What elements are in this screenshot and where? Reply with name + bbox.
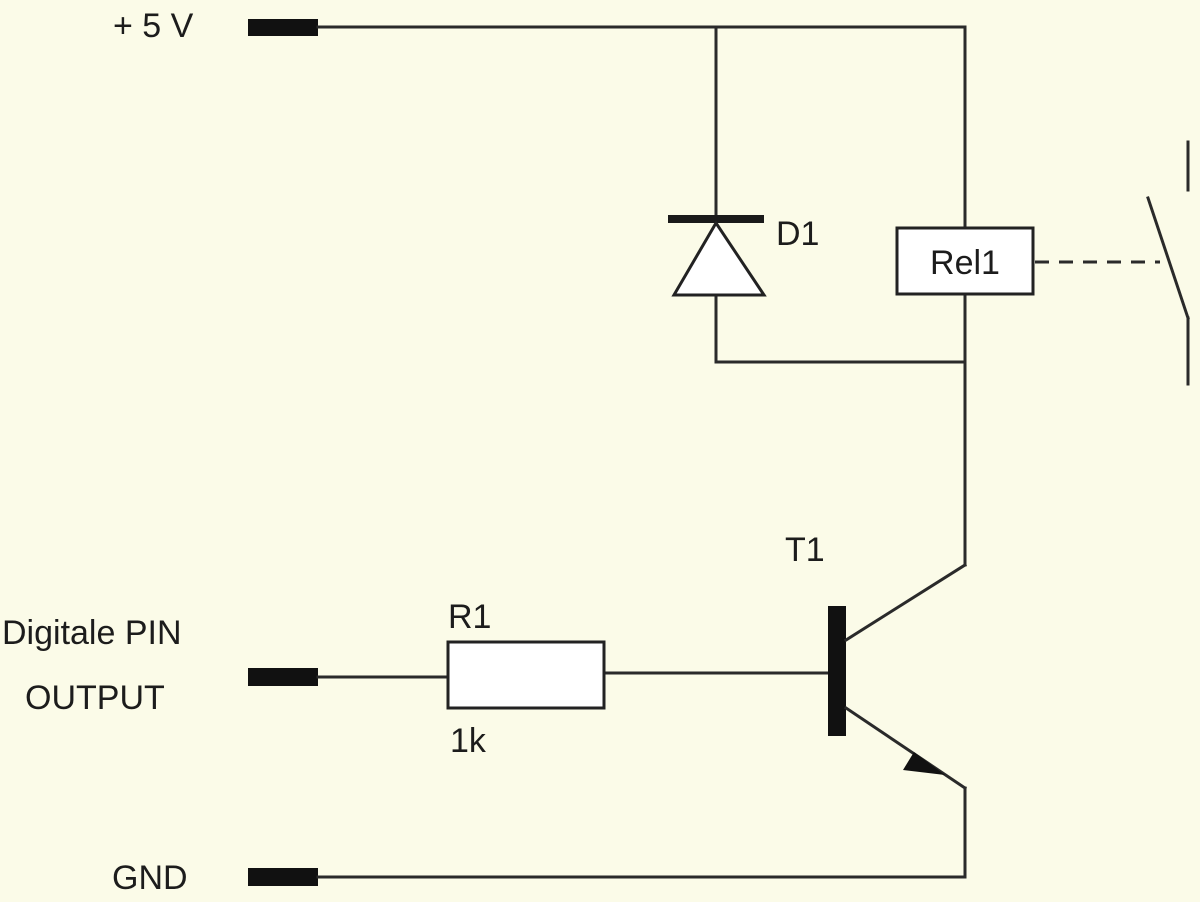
input-label-line1: Digitale PIN [2,614,182,652]
relay-label: Rel1 [930,244,1000,282]
vcc-label: + 5 V [113,7,194,45]
diode-label: D1 [776,215,819,253]
transistor-collector [843,562,968,643]
transistor-base-bar [828,606,846,736]
vcc-terminal [248,19,318,36]
resistor-r1 [446,640,606,710]
diode-triangle [671,220,767,297]
transistor-emitter [843,705,968,791]
gnd-label: GND [112,859,188,897]
vcc-rail [316,25,967,230]
resistor-label: R1 [448,598,491,636]
resistor-value-label: 1k [450,722,487,760]
relay-rel1 [895,140,1190,386]
diode-cathode-bar [668,215,764,223]
relay-switch-blade [1146,196,1190,320]
transistor-label: T1 [785,531,825,569]
transistor-emitter-arrow [903,752,945,775]
gnd-rail [316,786,967,879]
transistor-t1 [828,562,968,791]
input-terminal [248,668,318,686]
diode-anode-wire [714,293,967,364]
relay-coil-box [895,226,1035,296]
diode-d1 [668,215,767,297]
gnd-terminal [248,868,318,886]
input-label-line2: OUTPUT [25,679,165,717]
